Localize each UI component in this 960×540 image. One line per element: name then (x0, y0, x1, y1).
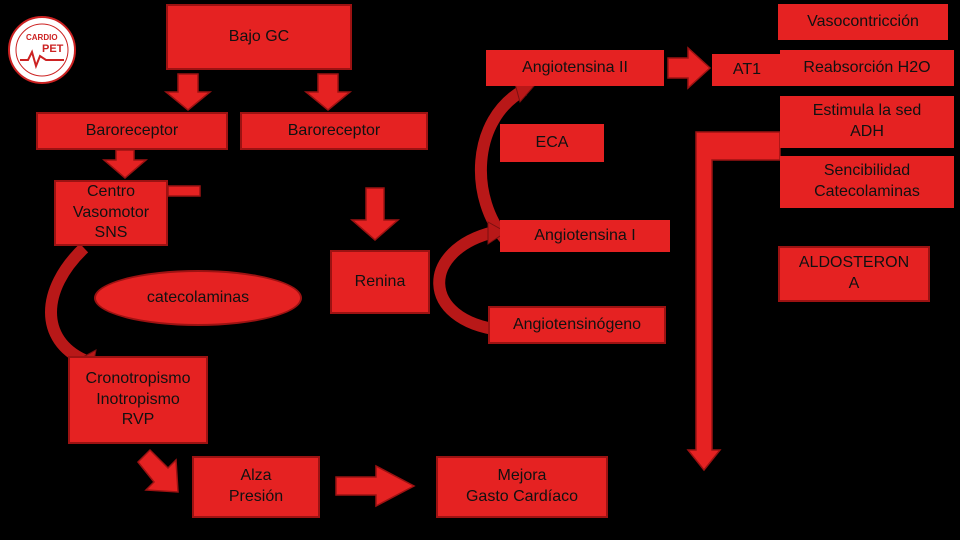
connector-centro-right (167, 185, 201, 197)
node-bajo-gc: Bajo GC (166, 4, 352, 70)
node-baroreceptor-left: Baroreceptor (36, 112, 228, 150)
arrow-alza-to-mejora (335, 464, 416, 508)
cardiopet-logo: CARDIO PET (8, 16, 76, 84)
node-baroreceptor-right: Baroreceptor (240, 112, 428, 150)
node-angiotensinogeno: Angiotensinógeno (488, 306, 666, 344)
logo-line2: PET (42, 43, 64, 55)
node-estimula-sed: Estimula la sed ADH (780, 96, 954, 148)
arrow-angii-to-at1 (667, 46, 712, 90)
curve-centro-to-crono (45, 243, 89, 366)
node-reabsorcion: Reabsorción H2O (780, 50, 954, 86)
node-angiotensina-i: Angiotensina I (500, 220, 670, 252)
node-renina: Renina (330, 250, 430, 314)
arrowhead-angi (487, 221, 507, 245)
node-angiotensina-ii: Angiotensina II (486, 50, 664, 86)
node-cronotropismo: Cronotropismo Inotropismo RVP (68, 356, 208, 444)
node-aldosterona: ALDOSTERON A (778, 246, 930, 302)
curve-angiogen-to-angi (433, 226, 501, 336)
node-centro-vasomotor: Centro Vasomotor SNS (54, 180, 168, 246)
node-eca: ECA (500, 124, 604, 162)
logo-line1: CARDIO (26, 33, 58, 42)
node-mejora-gasto: Mejora Gasto Cardíaco (436, 456, 608, 518)
node-alza-presion: Alza Presión (192, 456, 320, 518)
arrow-bajo-to-baro-left (163, 73, 213, 111)
node-catecolaminas: catecolaminas (94, 270, 302, 326)
connector-vertical-right (686, 131, 781, 472)
arrow-baro-to-centro (101, 149, 149, 179)
node-sencibilidad: Sencibilidad Catecolaminas (780, 156, 954, 208)
curve-eca-to-angii (474, 84, 528, 245)
node-at1: AT1 (712, 54, 782, 86)
arrow-baro-to-renina (349, 187, 401, 241)
node-vasocontriccion: Vasocontricción (778, 4, 948, 40)
arrow-bajo-to-baro-right (303, 73, 353, 111)
arrow-crono-to-alza (136, 448, 179, 493)
